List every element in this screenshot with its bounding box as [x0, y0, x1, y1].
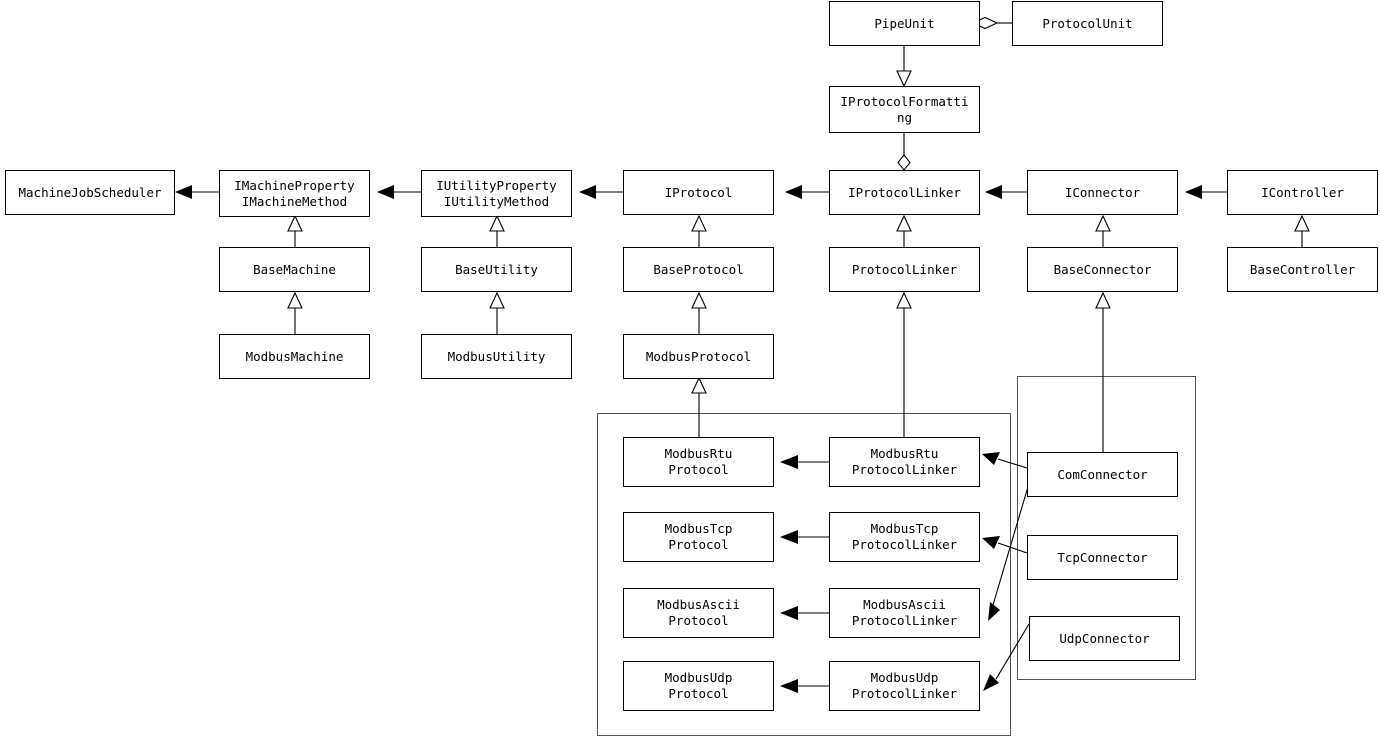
class-label-udp-connector: UdpConnector: [1059, 630, 1150, 646]
class-box-iutility-property[interactable]: IUtilityProperty IUtilityMethod: [421, 170, 572, 217]
class-box-base-protocol[interactable]: BaseProtocol: [623, 247, 774, 292]
class-box-modbus-tcp-protocol[interactable]: ModbusTcp Protocol: [623, 512, 774, 562]
class-label-modbus-ascii-protocol-linker: ModbusAscii ProtocolLinker: [851, 597, 958, 628]
class-label-icontroller: IController: [1261, 184, 1344, 200]
class-label-base-controller: BaseController: [1249, 261, 1356, 277]
generalization-arrow-baseconnector-com: [1095, 291, 1111, 309]
arrowhead-iprotocol: [785, 185, 802, 199]
class-label-protocol-linker: ProtocolLinker: [851, 261, 958, 277]
class-box-icontroller[interactable]: IController: [1227, 170, 1378, 215]
class-label-modbus-udp-protocol-linker: ModbusUdp ProtocolLinker: [851, 670, 958, 701]
class-label-modbus-protocol: ModbusProtocol: [645, 348, 752, 364]
generalization-arrow-baseutility: [489, 291, 505, 309]
class-box-com-connector[interactable]: ComConnector: [1027, 452, 1178, 497]
class-box-iprotocol[interactable]: IProtocol: [623, 170, 774, 215]
class-label-base-connector: BaseConnector: [1053, 261, 1152, 277]
generalization-arrow-modbusprotocol: [691, 376, 707, 394]
class-label-modbus-utility: ModbusUtility: [447, 348, 546, 364]
class-box-base-controller[interactable]: BaseController: [1227, 247, 1378, 292]
generalization-arrow-protocollinker-modbusrtu: [896, 291, 912, 309]
class-label-protocol-unit: ProtocolUnit: [1042, 15, 1133, 31]
class-box-modbus-udp-protocol-linker[interactable]: ModbusUdp ProtocolLinker: [829, 661, 980, 711]
class-box-modbus-rtu-protocol-linker[interactable]: ModbusRtu ProtocolLinker: [829, 437, 980, 487]
class-box-protocol-unit[interactable]: ProtocolUnit: [1012, 1, 1163, 46]
class-label-iconnector: IConnector: [1064, 184, 1141, 200]
class-box-modbus-utility[interactable]: ModbusUtility: [421, 334, 572, 379]
realization-arrow-baseutility: [489, 214, 505, 232]
class-label-base-utility: BaseUtility: [455, 261, 538, 277]
generalization-arrow-baseprotocol: [691, 291, 707, 309]
class-box-machine-job-scheduler[interactable]: MachineJobScheduler: [5, 170, 175, 215]
class-label-modbus-rtu-protocol: ModbusRtu Protocol: [664, 446, 733, 477]
class-label-machine-job-scheduler: MachineJobScheduler: [18, 184, 162, 200]
generalization-arrow-basemachine: [287, 291, 303, 309]
class-label-tcp-connector: TcpConnector: [1057, 549, 1148, 565]
class-label-modbus-machine: ModbusMachine: [245, 348, 344, 364]
class-box-base-utility[interactable]: BaseUtility: [421, 247, 572, 292]
class-box-modbus-ascii-protocol[interactable]: ModbusAscii Protocol: [623, 588, 774, 638]
class-box-modbus-ascii-protocol-linker[interactable]: ModbusAscii ProtocolLinker: [829, 588, 980, 638]
class-box-modbus-protocol[interactable]: ModbusProtocol: [623, 334, 774, 379]
realization-arrow-baseconnector: [1095, 214, 1111, 232]
class-label-modbus-tcp-protocol-linker: ModbusTcp ProtocolLinker: [851, 521, 958, 552]
class-label-iutility-property: IUtilityProperty IUtilityMethod: [436, 177, 557, 209]
class-box-base-machine[interactable]: BaseMachine: [219, 247, 370, 292]
realization-arrow-baseprotocol: [691, 214, 707, 232]
arrowhead-iutilityproperty: [579, 185, 596, 199]
realization-arrow-iprotocolformatting: [896, 70, 912, 88]
class-label-imachine-property: IMachineProperty IMachineMethod: [234, 177, 355, 209]
class-box-protocol-linker[interactable]: ProtocolLinker: [829, 247, 980, 292]
class-box-modbus-tcp-protocol-linker[interactable]: ModbusTcp ProtocolLinker: [829, 512, 980, 562]
class-box-pipe-unit[interactable]: PipeUnit: [829, 1, 980, 46]
class-label-iprotocol-formatting: IProtocolFormatti ng: [840, 93, 969, 125]
class-label-iprotocol: IProtocol: [664, 184, 733, 200]
class-label-pipe-unit: PipeUnit: [874, 15, 935, 31]
realization-arrow-basemachine: [287, 214, 303, 232]
class-box-iprotocol-formatting[interactable]: IProtocolFormatti ng: [829, 86, 980, 133]
arrowhead-machinejobscheduler: [175, 185, 192, 199]
arrowhead-iconnector: [1185, 185, 1202, 199]
class-box-base-connector[interactable]: BaseConnector: [1027, 247, 1178, 292]
class-label-base-machine: BaseMachine: [253, 261, 336, 277]
class-label-base-protocol: BaseProtocol: [653, 261, 744, 277]
class-box-modbus-rtu-protocol[interactable]: ModbusRtu Protocol: [623, 437, 774, 487]
realization-arrow-protocollinker: [896, 214, 912, 232]
class-box-modbus-udp-protocol[interactable]: ModbusUdp Protocol: [623, 661, 774, 711]
class-box-iconnector[interactable]: IConnector: [1027, 170, 1178, 215]
class-box-udp-connector[interactable]: UdpConnector: [1029, 616, 1180, 661]
class-box-imachine-property[interactable]: IMachineProperty IMachineMethod: [219, 170, 370, 217]
class-label-modbus-rtu-protocol-linker: ModbusRtu ProtocolLinker: [851, 446, 958, 477]
arrowhead-iprotocollinker: [985, 185, 1002, 199]
class-box-iprotocol-linker[interactable]: IProtocolLinker: [829, 170, 980, 215]
class-label-iprotocol-linker: IProtocolLinker: [848, 184, 961, 200]
aggregation-diamond-iprotocollinker: [897, 154, 911, 171]
class-box-modbus-machine[interactable]: ModbusMachine: [219, 334, 370, 379]
class-box-tcp-connector[interactable]: TcpConnector: [1027, 535, 1178, 580]
class-label-modbus-tcp-protocol: ModbusTcp Protocol: [664, 521, 733, 552]
class-label-com-connector: ComConnector: [1057, 466, 1148, 482]
arrowhead-imachineproperty: [377, 185, 394, 199]
class-label-modbus-ascii-protocol: ModbusAscii Protocol: [657, 597, 740, 628]
class-label-modbus-udp-protocol: ModbusUdp Protocol: [664, 670, 733, 701]
realization-arrow-basecontroller: [1294, 214, 1310, 232]
